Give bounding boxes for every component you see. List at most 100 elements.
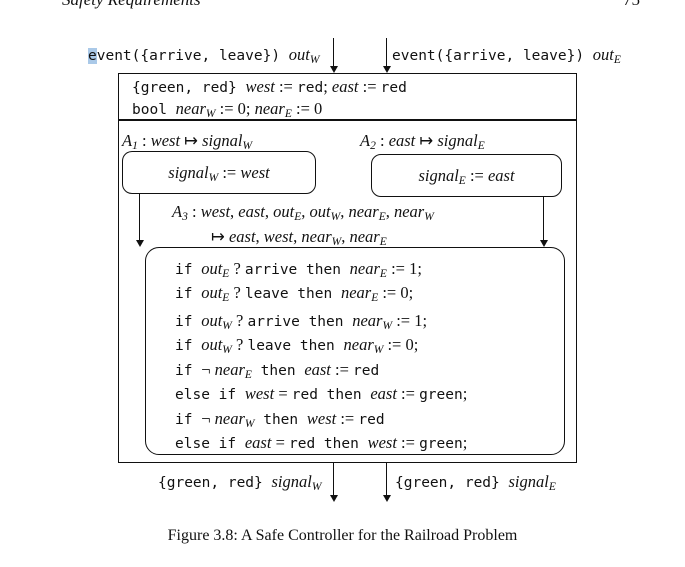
text-segment: west xyxy=(306,409,337,428)
text-segment: , xyxy=(301,202,310,221)
input-arrow-west xyxy=(329,38,338,73)
text-segment: if xyxy=(175,338,202,354)
text-segment: event({arrive, leave}) xyxy=(392,48,593,64)
page-number: 75 xyxy=(623,0,640,10)
text-segment: := xyxy=(465,165,488,185)
text-segment: E xyxy=(378,211,386,223)
text-segment: out xyxy=(592,45,614,64)
text-segment: near xyxy=(349,259,380,278)
figure-caption: Figure 3.8: A Safe Controller for the Ra… xyxy=(167,527,518,544)
text-segment: W xyxy=(382,320,393,332)
text-segment: signal xyxy=(271,472,312,491)
text-segment: A xyxy=(360,131,371,150)
text-segment: := xyxy=(330,360,354,379)
text-segment: : xyxy=(375,131,389,150)
arrow-shaft xyxy=(333,38,334,68)
arrow-shaft xyxy=(333,463,334,497)
text-segment: signal xyxy=(437,131,478,150)
text-segment: E xyxy=(548,481,556,493)
text-segment: signal xyxy=(202,131,243,150)
text-segment: , xyxy=(230,202,239,221)
text-segment: W xyxy=(222,344,232,356)
text-segment: E xyxy=(371,292,379,304)
text-segment: near xyxy=(343,335,374,354)
text-segment: W xyxy=(205,108,216,120)
text-segment: ? xyxy=(229,259,245,278)
text-segment: := xyxy=(358,77,381,96)
text-segment: ¬ xyxy=(201,409,215,428)
text-segment: W xyxy=(331,236,342,248)
text-segment: west xyxy=(263,227,294,246)
text-segment: east xyxy=(244,433,272,452)
output-label-signal-west: {green, red} signalW xyxy=(158,470,321,494)
text-segment: A xyxy=(172,202,183,221)
text-segment: := xyxy=(218,162,241,182)
code-line: if ¬ nearE then east := red xyxy=(175,358,564,382)
text-segment: W xyxy=(222,320,232,332)
text-segment: near xyxy=(214,360,245,379)
text-segment: E xyxy=(379,236,387,248)
text-segment: out xyxy=(201,311,223,330)
text-segment: if xyxy=(175,363,202,379)
text-segment: red xyxy=(353,363,380,379)
arrow-head xyxy=(329,66,338,73)
action-a1-body: signalW := west xyxy=(168,161,269,185)
text-segment: ? xyxy=(229,283,245,302)
text-segment: 1 xyxy=(132,140,138,152)
action-a2-body: signalE := east xyxy=(418,164,514,188)
input-label-out-east: event({arrive, leave}) outE xyxy=(392,43,621,67)
text-segment: east xyxy=(304,360,331,379)
flow-arrow-east xyxy=(539,197,548,247)
text-segment: W xyxy=(330,211,341,223)
action-a3-box: if outE ? arrive then nearE := 1; if out… xyxy=(145,247,565,455)
text-segment: W xyxy=(309,54,320,66)
action-a3-label-line2: ↦ east, west, nearW, nearE xyxy=(211,225,387,249)
text-segment: = xyxy=(274,384,292,403)
text-segment: , xyxy=(293,227,302,246)
text-segment: east xyxy=(388,131,416,150)
text-segment: W xyxy=(244,418,255,430)
text-segment: near xyxy=(175,99,206,118)
text-segment: , xyxy=(255,227,264,246)
text-segment: W xyxy=(424,211,434,223)
text-segment: E xyxy=(244,369,252,381)
arrow-head xyxy=(329,495,338,502)
text-segment: red then xyxy=(291,387,371,403)
text-segment: := xyxy=(396,384,420,403)
text-segment: west xyxy=(367,433,397,452)
code-line: else if west = red then east := green; xyxy=(175,382,564,406)
text-segment: W xyxy=(208,171,219,184)
text-segment: else if xyxy=(175,387,245,403)
text-segment: out xyxy=(288,45,310,64)
output-arrow-west xyxy=(329,463,338,502)
action-a1-box: signalW := west xyxy=(122,151,316,194)
declaration-line: {green, red} west := red; east := red xyxy=(132,76,576,98)
text-segment: leave then xyxy=(247,338,344,354)
code-line: if ¬ nearW then west := red xyxy=(175,407,564,431)
flow-arrow-west xyxy=(135,194,144,247)
text-segment: east xyxy=(228,227,256,246)
text-segment: E xyxy=(458,174,466,187)
output-arrow-east xyxy=(382,463,391,502)
text-segment: , xyxy=(340,202,349,221)
text-segment: near xyxy=(340,283,372,302)
text-segment: := xyxy=(396,433,420,452)
arrow-head xyxy=(135,240,144,247)
arrow-head xyxy=(382,66,391,73)
text-segment: ; xyxy=(462,433,468,452)
text-segment: := 0; xyxy=(383,335,419,354)
text-segment: E xyxy=(613,54,621,66)
text-segment: east xyxy=(487,165,515,185)
text-segment: out xyxy=(201,283,223,302)
text-segment: {green, red} xyxy=(395,475,509,491)
text-segment: arrive then xyxy=(244,262,350,278)
text-segment: if xyxy=(175,262,202,278)
text-segment: red then xyxy=(289,436,368,452)
text-segment: , xyxy=(385,202,394,221)
text-segment: , xyxy=(264,202,274,221)
code-line: else if east = red then west := green; xyxy=(175,431,564,455)
text-segment: leave then xyxy=(244,286,341,302)
input-label-out-west: event({arrive, leave}) outW xyxy=(88,43,319,67)
text-segment: red xyxy=(296,80,324,96)
